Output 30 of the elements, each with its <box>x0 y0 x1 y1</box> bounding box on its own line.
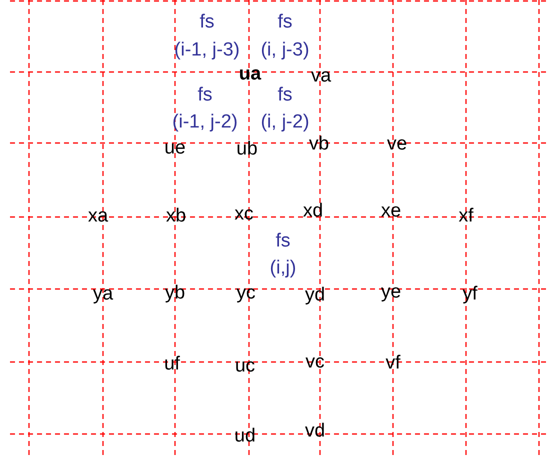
cell-label: fs <box>276 232 290 250</box>
cell-label: (i-1, j-3) <box>174 40 240 60</box>
cell-label: fs <box>278 86 292 104</box>
point-label: yc <box>236 284 256 302</box>
point-label: yd <box>304 286 326 304</box>
cell-label: fs <box>200 12 214 32</box>
cell-label: fs <box>198 86 212 104</box>
cell-label: (i, j-2) <box>260 112 310 132</box>
point-label: vd <box>304 422 326 440</box>
point-label: ya <box>92 284 114 304</box>
point-label: ua <box>238 64 262 84</box>
point-label: vb <box>308 134 330 154</box>
point-label: yb <box>164 284 186 302</box>
point-label: ve <box>386 134 408 154</box>
point-label: xc <box>234 204 254 224</box>
point-label: vc <box>306 352 324 372</box>
point-label: xb <box>166 206 186 226</box>
point-label: ue <box>164 138 186 158</box>
point-label: uc <box>234 356 256 376</box>
point-label: ub <box>236 140 258 158</box>
point-label: xd <box>302 202 324 220</box>
point-label: va <box>310 66 332 86</box>
point-label: uf <box>164 354 180 374</box>
cell-label: fs <box>278 12 292 32</box>
point-label: xa <box>88 206 108 226</box>
point-label: yf <box>462 284 478 304</box>
cell-label: (i, j-3) <box>260 40 310 60</box>
point-label: xe <box>380 202 402 220</box>
cell-label: (i-1, j-2) <box>172 112 238 132</box>
cell-label: (i,j) <box>270 258 296 278</box>
